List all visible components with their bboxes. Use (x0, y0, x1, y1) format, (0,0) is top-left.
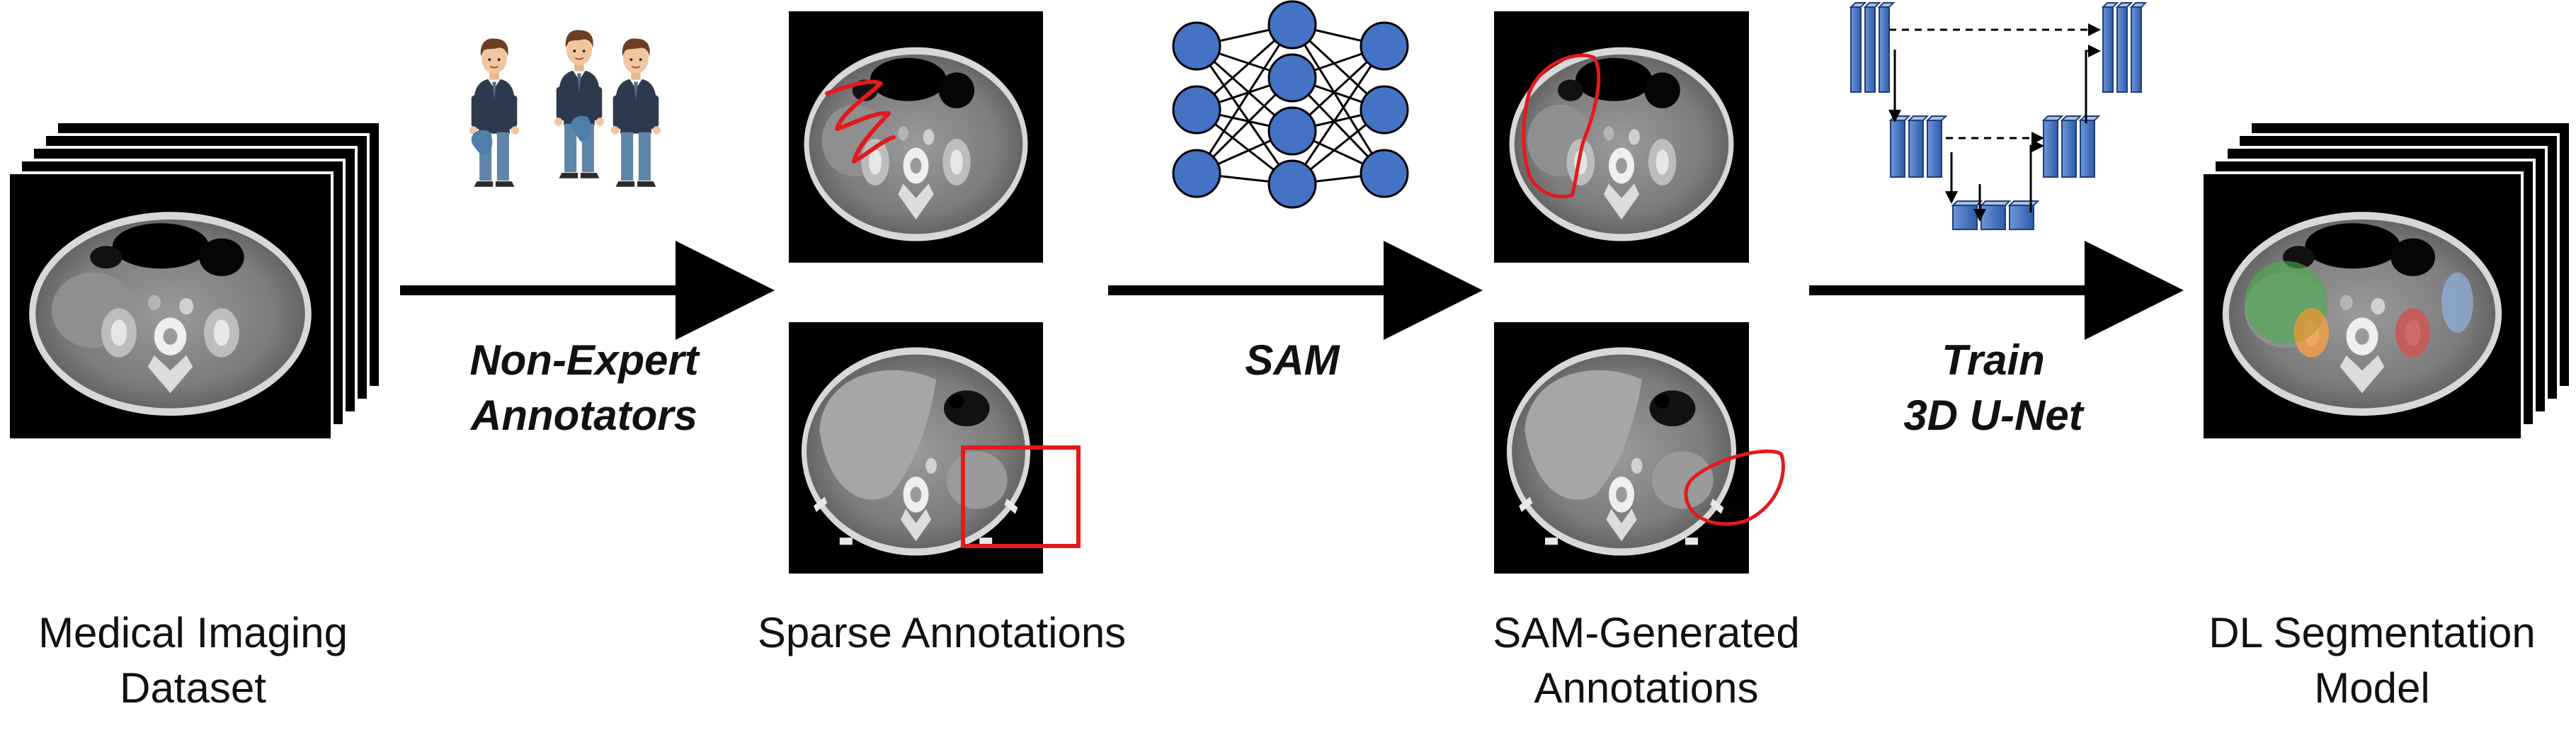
model-caption: DL Segmentation Model (2181, 605, 2563, 716)
unet-block-top (1888, 115, 1911, 121)
unet-block-top (2060, 115, 2082, 121)
dataset-slice-stack (7, 120, 382, 440)
sam-spleen-slice (1494, 322, 1785, 574)
unet-block-top (1863, 2, 1881, 8)
network-edge (1195, 45, 1294, 185)
network-node (1172, 85, 1221, 135)
network-node (1267, 106, 1317, 156)
model-segmented-slice (2204, 174, 2521, 439)
model-caption-line2: Model (2314, 664, 2430, 712)
unet-block-top (1925, 115, 1948, 121)
unet-block-top (2041, 115, 2064, 121)
unet-block-top (1951, 200, 1983, 206)
unet-block (2102, 6, 2114, 93)
unet-block-top (1877, 2, 1896, 8)
unet-architecture-icon (1849, 2, 2148, 230)
model-slice-stack (2201, 120, 2572, 440)
model-caption-line1: DL Segmentation (2209, 609, 2536, 656)
network-edge (1291, 45, 1386, 185)
network-node (1172, 21, 1221, 71)
network-node (1360, 21, 1409, 71)
unet-block (1927, 120, 1942, 178)
unet-block-top (1849, 2, 1867, 8)
annotators-label-line1: Non-Expert (469, 336, 699, 384)
unet-block-top (2115, 2, 2133, 8)
unet-block-top (2101, 2, 2119, 8)
unet-block (1952, 205, 1978, 230)
bounding-box-prompt (961, 445, 1081, 548)
unet-block (1864, 6, 1876, 93)
unet-block (2061, 120, 2077, 178)
network-edge (1195, 24, 1294, 174)
unet-block-top (2078, 115, 2101, 121)
dataset-ct-slice (10, 174, 331, 439)
unet-block-top (2129, 2, 2148, 8)
train-label-line1: Train (1942, 336, 2045, 384)
network-edge (1291, 24, 1386, 174)
unet-block (2080, 120, 2095, 178)
sparse-scribble-slice (789, 11, 1043, 263)
sam-generated-caption: SAM-Generated Annotations (1444, 605, 1848, 716)
sparse-caption-line1: Sparse Annotations (757, 609, 1127, 656)
unet-block (1890, 120, 1905, 178)
network-node (1172, 149, 1221, 198)
sam-organ-slice (1494, 11, 1749, 263)
network-node (1360, 149, 1409, 198)
three-people-icon (468, 29, 662, 188)
sparse-caption: Sparse Annotations (715, 605, 1168, 661)
annotators-label-line2: Annotators (471, 392, 697, 439)
unet-block-top (1979, 200, 2012, 206)
unet-block (1850, 6, 1862, 93)
sparse-box-slice (789, 322, 1081, 574)
network-node (1267, 0, 1317, 50)
network-node (1360, 85, 1409, 135)
dataset-caption: Medical Imaging Dataset (0, 605, 386, 716)
unet-block (2131, 6, 2142, 93)
unet-block (2116, 6, 2128, 93)
unet-block (1879, 6, 1890, 93)
unet-block-top (2007, 200, 2040, 206)
unet-block (1981, 205, 2006, 230)
dataset-caption-line2: Dataset (120, 664, 266, 712)
train-label: Train 3D U-Net (1809, 333, 2177, 443)
sam-generated-caption-line2: Annotations (1534, 664, 1759, 712)
unet-block (2043, 120, 2058, 178)
network-node (1267, 53, 1317, 103)
sam-generated-caption-line1: SAM-Generated (1493, 609, 1800, 656)
train-label-line2: 3D U-Net (1903, 392, 2083, 439)
sam-label: SAM (1108, 333, 1476, 388)
dataset-caption-line1: Medical Imaging (38, 609, 348, 656)
annotators-label: Non-Expert Annotators (400, 333, 768, 443)
neural-network-icon (1172, 0, 1409, 209)
unet-block (2009, 205, 2034, 230)
unet-block-top (1907, 115, 1930, 121)
unet-block (1908, 120, 1924, 178)
network-node (1267, 159, 1317, 209)
sam-label-line1: SAM (1245, 336, 1340, 384)
